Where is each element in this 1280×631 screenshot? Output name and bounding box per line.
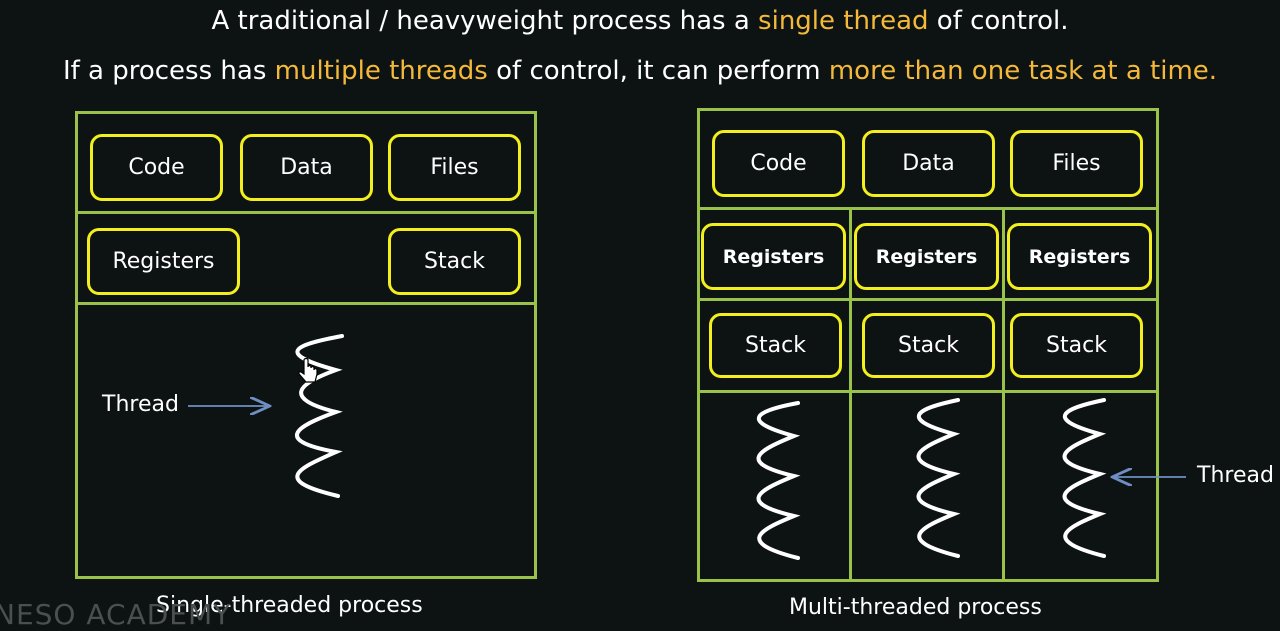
multi-divider-2 [697, 298, 1159, 301]
multi-data-box: Data [862, 130, 995, 197]
single-registers-box: Registers [87, 228, 240, 295]
headline-text: of control. [928, 6, 1069, 36]
single-thread-label: Thread [102, 392, 179, 417]
headline-highlight: single thread [758, 6, 929, 36]
single-divider-2 [75, 302, 537, 305]
single-threaded-caption: Single-threaded process [156, 593, 423, 618]
multi-column-divider-2 [1002, 207, 1005, 582]
multi-code-box: Code [712, 130, 845, 197]
headline-text: If a process has [62, 56, 275, 86]
single-stack-box: Stack [388, 228, 521, 295]
multi-registers-box-1: Registers [701, 223, 846, 290]
multi-stack-box-3: Stack [1010, 313, 1143, 378]
single-files-box: Files [388, 134, 521, 201]
academy-watermark: NESO ACADEMY [0, 598, 232, 631]
multi-threaded-caption: Multi-threaded process [789, 595, 1042, 620]
single-code-box: Code [90, 134, 223, 201]
multi-stack-box-1: Stack [709, 313, 842, 378]
multi-threaded-panel [697, 108, 1159, 582]
headline-highlight: multiple threads [274, 56, 488, 86]
multi-thread-label: Thread [1197, 463, 1274, 488]
headline-multi-thread: If a process has multiple threads of con… [0, 56, 1280, 86]
single-divider-1 [75, 211, 537, 214]
headline-highlight: more than one task at a time. [828, 56, 1218, 86]
multi-divider-3 [697, 390, 1159, 393]
multi-registers-box-3: Registers [1007, 223, 1152, 290]
multi-column-divider-1 [849, 207, 852, 582]
single-data-box: Data [240, 134, 373, 201]
multi-files-box: Files [1010, 130, 1143, 197]
multi-divider-1 [697, 207, 1159, 210]
headline-text: A traditional / heavyweight process has … [211, 6, 759, 36]
multi-stack-box-2: Stack [862, 313, 995, 378]
multi-registers-box-2: Registers [854, 223, 999, 290]
headline-single-thread: A traditional / heavyweight process has … [0, 6, 1280, 36]
single-threaded-panel [75, 111, 537, 579]
headline-text: of control, it can perform [487, 56, 829, 86]
